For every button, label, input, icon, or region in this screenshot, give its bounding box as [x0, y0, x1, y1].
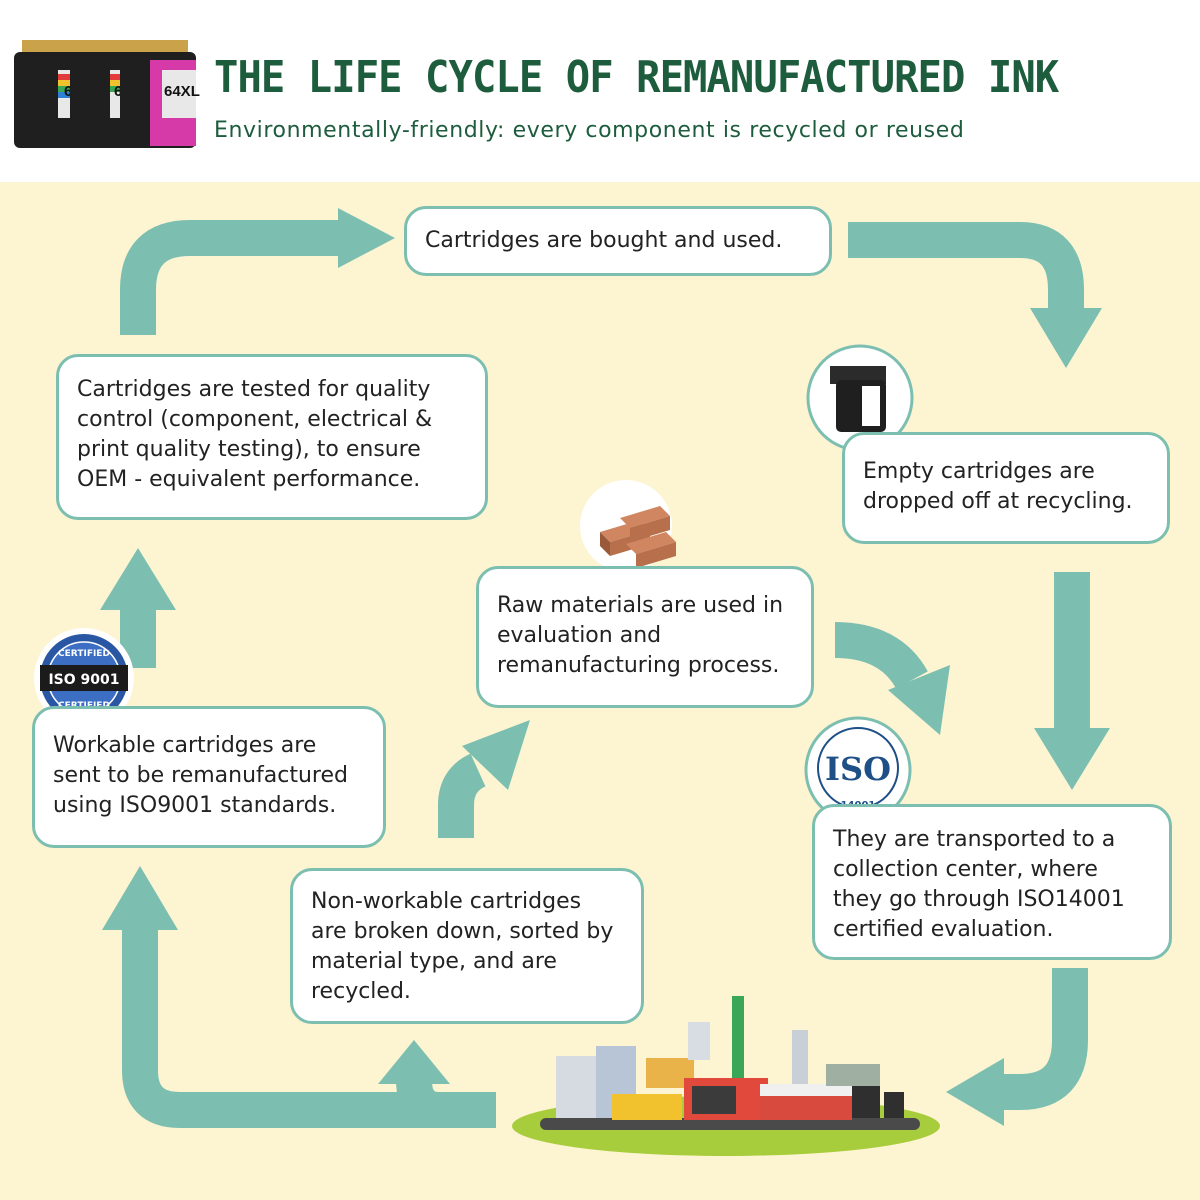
raw-materials-icon: [580, 480, 676, 572]
page-title: THE LIFE CYCLE OF REMANUFACTURED INK: [214, 52, 1059, 103]
arrowhead-transported: [1034, 728, 1110, 790]
arrow-factory-to-workable: [122, 930, 496, 1128]
arrowhead-bought: [338, 208, 395, 268]
arrowhead-workable: [102, 866, 178, 930]
header: 64XL 64XL 64XL THE LIFE CYCLE OF REM: [0, 0, 1200, 182]
page-subtitle: Environmentally-friendly: every componen…: [214, 118, 965, 143]
arrow-raw-to-transported: [834, 622, 928, 690]
cartridges-product-image: 64XL 64XL 64XL: [14, 40, 200, 148]
step-nonworkable: Non-workable cartridges are broken down,…: [290, 868, 644, 1024]
factory-illustration: [512, 996, 940, 1156]
cartridge-label-3: 64XL: [164, 83, 200, 100]
step-transported: They are transported to a collection cen…: [812, 804, 1172, 960]
step-dropped: Empty cartridges are dropped off at recy…: [842, 432, 1170, 544]
arrowhead-dropped: [1030, 308, 1102, 368]
iso9001-label: ISO 9001: [48, 672, 119, 688]
step-raw: Raw materials are used in evaluation and…: [476, 566, 814, 708]
arrowhead-nonworkable: [378, 1040, 450, 1084]
empty-cartridge-icon: [806, 344, 914, 452]
iso14001-label: ISO: [825, 750, 891, 788]
arrowhead-tested: [100, 548, 176, 610]
arrowhead-raw: [462, 720, 530, 790]
step-bought: Cartridges are bought and used.: [404, 206, 832, 276]
arrow-factory-to-nonworkable: [396, 1079, 442, 1128]
arrow-nonworkable-to-raw: [438, 753, 487, 838]
step-tested: Cartridges are tested for quality contro…: [56, 354, 488, 520]
arrow-transported-to-factory: [1000, 968, 1088, 1110]
arrow-tested-to-bought: [120, 220, 340, 335]
iso9001-certified-top: CERTIFIED: [58, 649, 110, 659]
arrow-bought-to-dropped: [848, 222, 1084, 312]
arrowhead-to-transported: [888, 665, 950, 735]
step-workable: Workable cartridges are sent to be reman…: [32, 706, 386, 848]
arrowhead-factory: [946, 1058, 1004, 1126]
cartridge-tricolor: 64XL: [120, 40, 200, 148]
